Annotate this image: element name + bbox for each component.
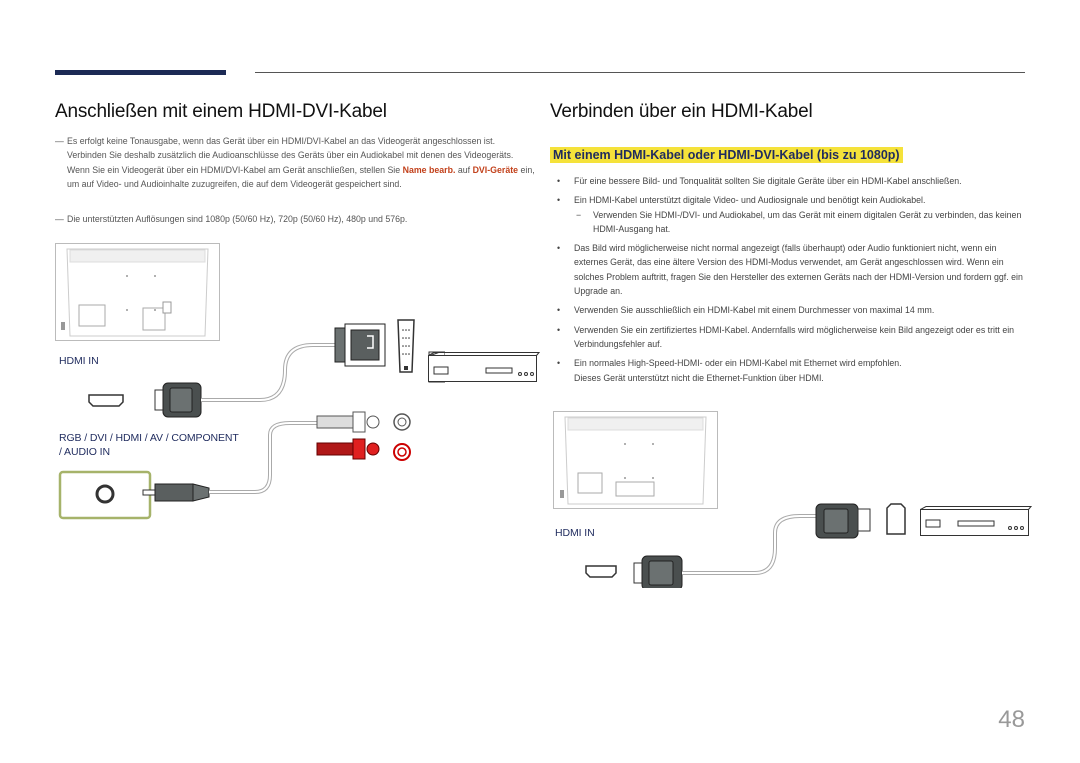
hdmi-plug-icon [633,555,683,588]
note-audio: — Es erfolgt keine Tonausgabe, wenn das … [55,134,535,191]
monitor-back-icon [553,411,718,509]
header-accent-bar [55,70,226,75]
dvi-port-icon [397,319,415,373]
note-resolutions-text: Die unterstützten Auflösungen sind 1080p… [67,214,408,224]
list-item: •Verwenden Sie ein zertifiziertes HDMI-K… [557,324,1015,349]
note-dash: — [55,136,64,146]
list-item: •Verwenden Sie ausschließlich ein HDMI-K… [557,305,935,316]
subsection-title: Mit einem HDMI-Kabel oder HDMI-DVI-Kabel… [550,146,903,164]
note-dash: — [55,214,64,224]
hdmi-in-label-left: HDMI IN [59,355,99,367]
monitor-back-icon [55,243,220,341]
note-resolutions: — Die unterstützten Auflösungen sind 108… [55,212,535,226]
note-audio-text-a: Es erfolgt keine Tonausgabe, wenn das Ge… [67,136,514,175]
rca-white-plug-icon [316,411,380,433]
right-section-title: Verbinden über ein HDMI-Kabel [550,101,813,122]
hdmi-plug-icon [815,503,871,539]
rca-red-plug-icon [316,438,380,460]
hdmi-port-icon [886,503,906,535]
hdmi-connection-diagram [553,411,1033,588]
left-section-title: Anschließen mit einem HDMI-DVI-Kabel [55,101,387,122]
subsection-title-text: Mit einem HDMI-Kabel oder HDMI-DVI-Kabel… [550,147,903,163]
hdmi-port-icon [88,394,124,407]
menu-dvi-geraete: DVI-Geräte [472,164,519,175]
audio-jack-plug-icon [142,483,210,502]
sub-note: −Verwenden Sie HDMI-/DVI- und Audiokabel… [576,209,1022,234]
list-item: •Ein normales High-Speed-HDMI- oder ein … [557,358,902,383]
menu-name-bearb: Name bearb. [402,164,456,175]
hdmi-dvi-connection-diagram [55,243,445,520]
video-player-device-icon [428,352,540,382]
hdmi-in-label-right: HDMI IN [555,527,595,539]
page-number: 48 [998,706,1025,733]
header-rule [255,72,1025,73]
bullet-list: •Für eine bessere Bild- und Tonqualität … [550,174,1030,390]
list-item: •Das Bild wird möglicherweise nicht norm… [557,243,1023,297]
hdmi-plug-icon [154,382,202,418]
audio-in-port-icon [58,470,152,520]
audio-in-label-line1: RGB / DVI / HDMI / AV / COMPONENT [59,432,239,444]
note-audio-text-b: ein, um auf Video- und Audioinhalte zuzu… [67,164,535,189]
audio-in-label-line2: / AUDIO IN [59,446,110,458]
list-item: •Ein HDMI-Kabel unterstützt digitale Vid… [550,193,1030,236]
list-item: •Für eine bessere Bild- und Tonqualität … [557,176,962,186]
note-audio-text-mid: auf [457,164,471,175]
dvi-plug-icon [334,323,386,367]
video-player-icon [920,506,1033,536]
hdmi-port-icon [585,565,617,578]
